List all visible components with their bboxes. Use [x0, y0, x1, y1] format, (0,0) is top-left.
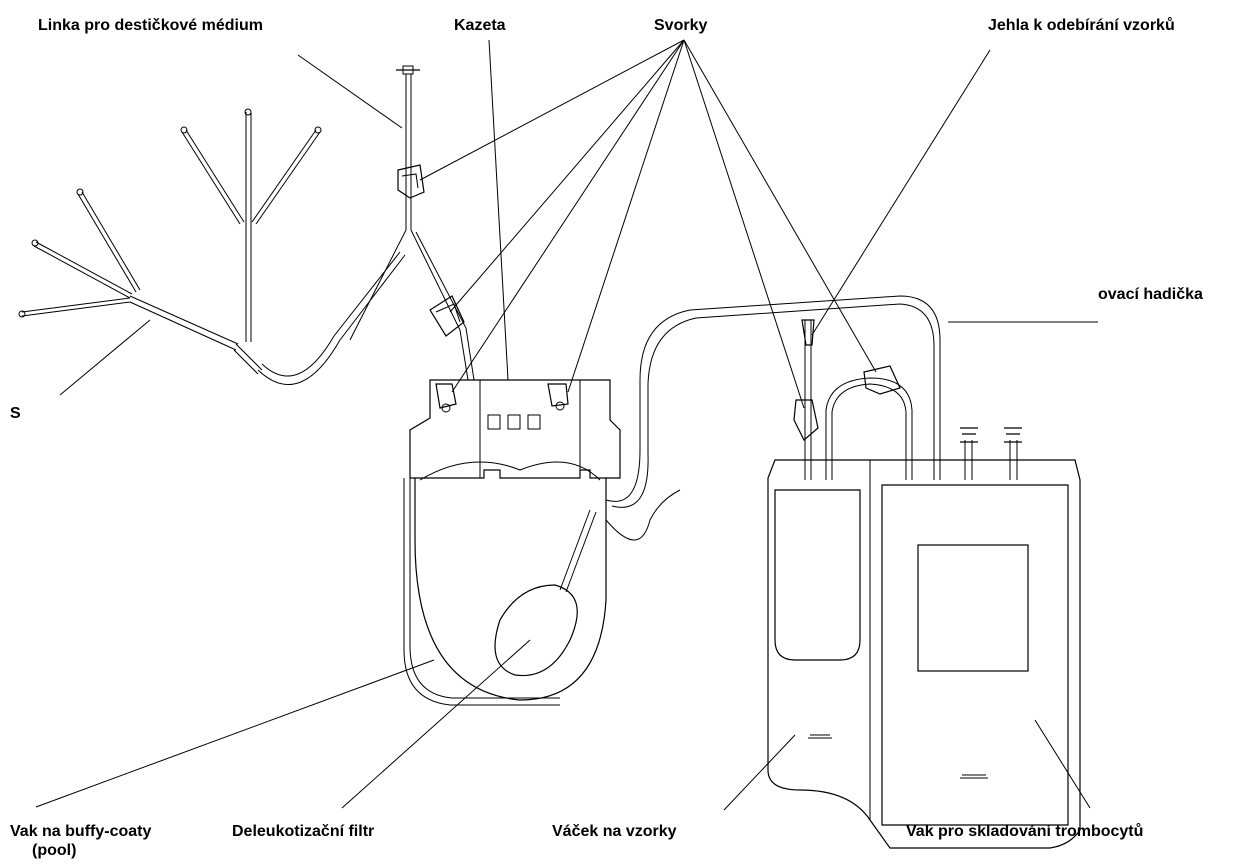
- label-buffy-coat-bag-line1: Vak na buffy-coaty: [10, 823, 152, 840]
- label-platelet-medium-line: Linka pro destičkové médium: [38, 17, 263, 34]
- storage-bags: [767, 319, 1081, 849]
- label-clamps: Svorky: [654, 17, 708, 34]
- label-platelet-storage-bag: Vak pro skladování trombocytů: [906, 823, 1144, 840]
- transfer-tubing: [605, 295, 941, 541]
- label-buffy-coat-bag-line2: (pool): [32, 842, 77, 859]
- label-leukoreduction-filter: Deleukotizační filtr: [232, 823, 375, 840]
- pool-bag-with-cassette: [403, 379, 621, 706]
- label-tubing-partial: ovací hadička: [1098, 286, 1203, 303]
- leader-lines: [35, 39, 1098, 811]
- label-sample-pouch: Váček na vzorky: [552, 823, 677, 840]
- label-sampling-needle: Jehla k odebírání vzorků: [988, 17, 1175, 34]
- label-left-partial: S: [10, 405, 21, 422]
- label-cassette: Kazeta: [454, 17, 506, 34]
- platelet-medium-line: [349, 65, 475, 381]
- spike-tubing-set: [18, 108, 406, 385]
